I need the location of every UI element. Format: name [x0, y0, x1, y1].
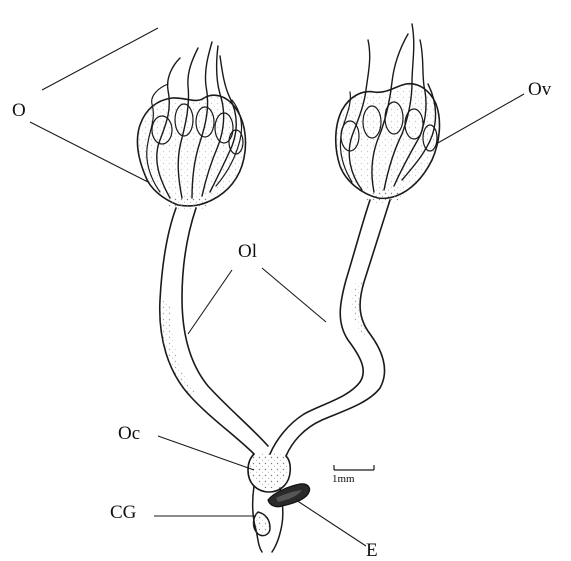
leader-e — [296, 500, 366, 546]
lateral-oviducts — [160, 200, 390, 456]
leader-ol-left — [188, 270, 232, 334]
right-ovary — [336, 24, 440, 204]
label-egg: E — [366, 541, 378, 560]
leader-o-top — [42, 28, 158, 90]
label-ovary: O — [12, 101, 26, 120]
scale-bar-label: 1mm — [332, 474, 355, 485]
label-common-oviduct: Oc — [118, 424, 140, 443]
egg — [268, 484, 310, 507]
label-collateral-gland: CG — [110, 503, 136, 522]
label-ovariole: Ov — [528, 80, 551, 99]
leader-ol-right — [262, 268, 326, 322]
label-lateral-oviduct: Ol — [238, 242, 257, 261]
leader-ov — [436, 94, 524, 144]
scale-bar — [334, 465, 374, 470]
leader-o-bottom — [30, 122, 148, 182]
left-ovary — [138, 42, 246, 211]
